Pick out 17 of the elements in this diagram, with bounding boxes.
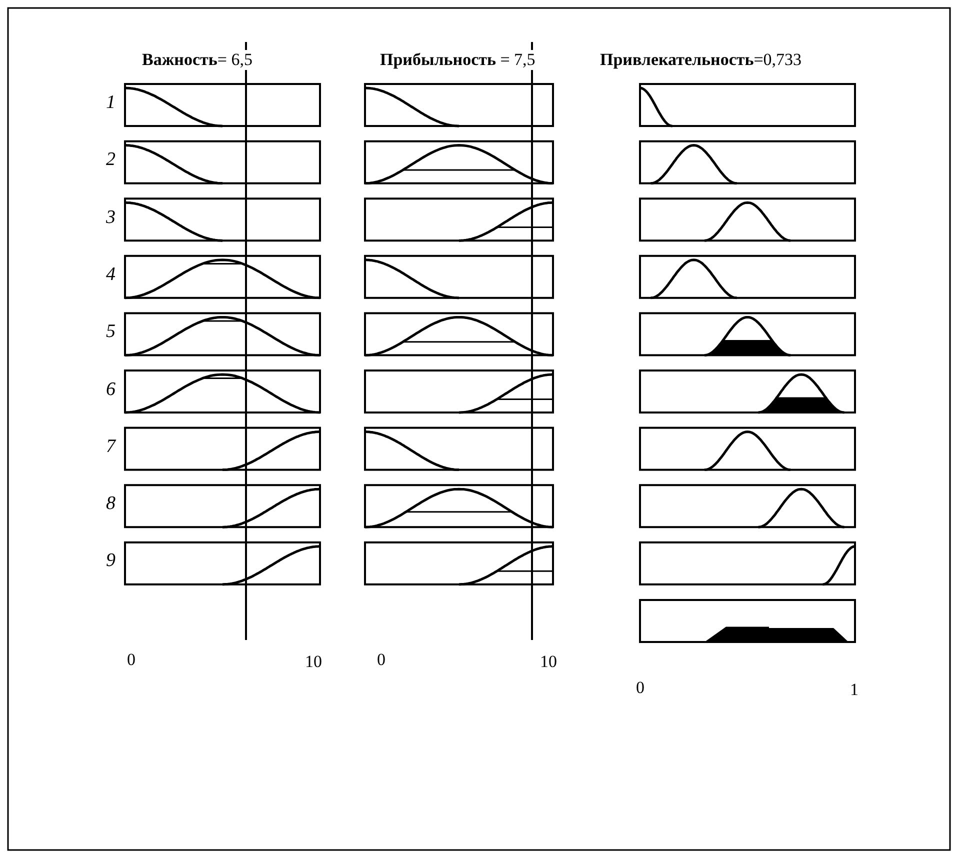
rule-number: 2 xyxy=(106,149,116,172)
rule-number: 1 xyxy=(106,92,116,114)
rule-number: 7 xyxy=(106,436,116,458)
axis-tick-label: 1 xyxy=(850,680,858,700)
axis-tick-label: 0 xyxy=(127,650,136,670)
column-header: Важность= 6,5 xyxy=(140,50,254,70)
rule-number: 9 xyxy=(106,550,116,572)
rule-number: 8 xyxy=(106,493,116,516)
rule-number: 3 xyxy=(106,206,116,229)
axis-tick-label: 10 xyxy=(540,652,557,672)
axis-tick-label: 0 xyxy=(377,650,386,670)
axis-tick-label: 10 xyxy=(305,652,322,672)
rule-number: 6 xyxy=(106,378,116,400)
rule-number: 5 xyxy=(106,321,116,344)
column-header: Прибыльность = 7,5 xyxy=(378,50,538,70)
rule-number: 4 xyxy=(106,264,116,286)
axis-tick-label: 0 xyxy=(636,678,644,698)
